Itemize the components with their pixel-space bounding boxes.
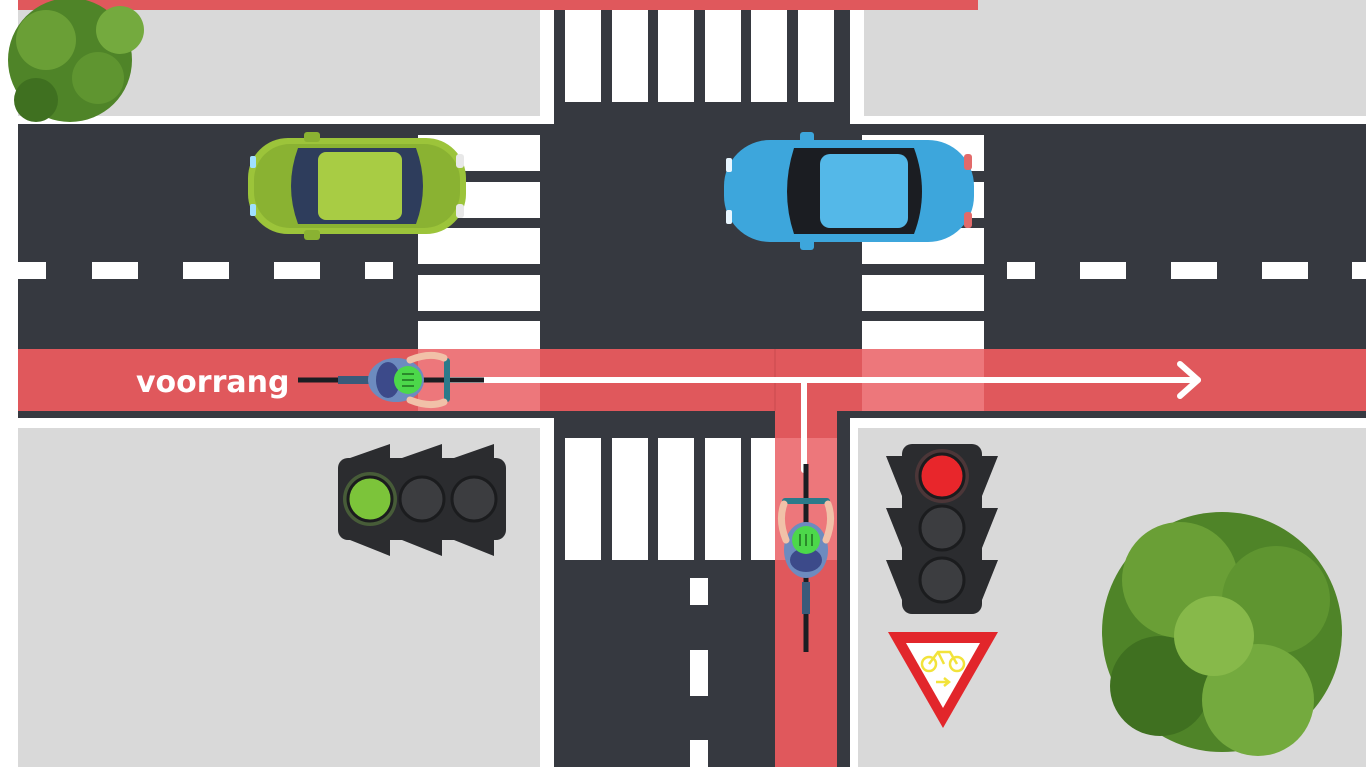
cyclist-light-horizontal — [338, 444, 506, 556]
tree-bottom-right — [1102, 512, 1342, 756]
top-cycle-lane-edge — [18, 0, 978, 10]
green-car — [248, 132, 466, 240]
blue-car — [724, 132, 974, 250]
priority-label: voorrang — [136, 365, 289, 400]
cyclist-light-vertical — [886, 444, 998, 614]
